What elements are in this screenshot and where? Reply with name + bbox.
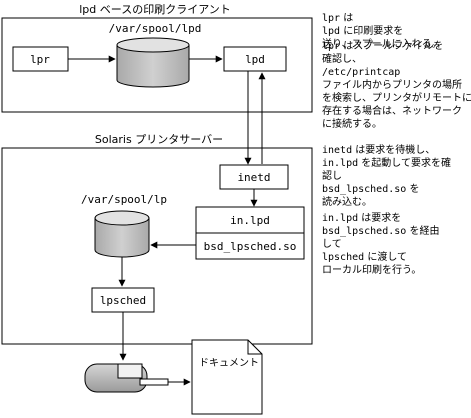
note-text: を経由 [406, 226, 440, 237]
bsd-lpsched-box-label: bsd_lpsched.so [204, 240, 297, 253]
server-frame [1, 147, 313, 345]
note-line: /etc/printcap [322, 66, 471, 79]
note-code-term: lpr [322, 13, 341, 24]
lpd-box [223, 46, 287, 72]
note-line: して [322, 238, 439, 251]
note-line: 認し [322, 170, 451, 183]
in-lpd-box [195, 206, 305, 234]
printer-icon [84, 363, 169, 393]
note-line: lpr は [322, 12, 442, 25]
note-line: bsd_lpsched.so を [322, 183, 451, 196]
note-text: ファイル内からプリンタの場所 [322, 80, 462, 91]
note-text: して [322, 239, 342, 250]
client-spool-disk-icon [116, 37, 190, 88]
note-line: 読み込む。 [322, 196, 451, 209]
note-text: に渡して [364, 252, 408, 263]
note-code-term: bsd_lpsched.so [322, 184, 407, 195]
note-line: ローカル印刷を行う。 [322, 264, 439, 277]
note-code-term: inetd [322, 145, 353, 156]
note-text: 認し [322, 171, 342, 182]
note-line: in.lpd は要求を [322, 212, 439, 225]
note-line: 送り、スプールに入れる。 [322, 38, 442, 51]
note-line: lpr はスプールファイルを [322, 40, 471, 53]
note-line: lpsched に渡して [322, 251, 439, 264]
bsd-lpsched-box [195, 232, 305, 260]
note-line: に接続する。 [322, 118, 471, 131]
note-text: 存在する場合は、ネットワーク [322, 106, 462, 117]
document-label: ドキュメント [199, 358, 259, 369]
note-lpr-send: lpr は lpd に印刷要求を送り、スプールに入れる。 [322, 12, 442, 51]
note-code-term: lpd [322, 26, 341, 37]
note-line: lpd に印刷要求を [322, 25, 442, 38]
note-text: に接続する。 [322, 119, 382, 130]
note-text: を [406, 184, 420, 195]
client-spool-dir-label: /var/spool/lpd [109, 22, 202, 35]
in-lpd-box-label: in.lpd [230, 214, 270, 227]
note-line: 確認し、 [322, 53, 471, 66]
note-text: は要求を待機し、 [352, 145, 436, 156]
note-code-term: in.lpd [322, 158, 359, 169]
note-text: は [340, 13, 354, 24]
note-code-term: in.lpd [322, 213, 359, 224]
lpsched-box [91, 287, 155, 313]
note-line: ファイル内からプリンタの場所 [322, 79, 471, 92]
note-line: inetd は要求を待機し、 [322, 144, 451, 157]
note-line: in.lpd を起動して要求を確 [322, 157, 451, 170]
client-title: lpd ベースの印刷クライアント [79, 3, 231, 16]
note-text: はスプールファイルを [340, 41, 444, 52]
note-line: を検索し、プリンタがリモートに [322, 92, 471, 105]
server-spool-dir-label: /var/spool/lp [81, 193, 167, 206]
note-text: に印刷要求を [340, 26, 404, 37]
note-text: を検索し、プリンタがリモートに [322, 93, 471, 104]
note-text: 読み込む。 [322, 197, 372, 208]
note-code-term: bsd_lpsched.so [322, 226, 407, 237]
server-spool-disk-icon [94, 210, 150, 258]
client-frame [1, 17, 313, 113]
lpsched-box-label: lpsched [100, 294, 146, 307]
note-code-term: lpsched [322, 252, 365, 263]
server-title: Solaris プリンタサーバー [95, 133, 223, 146]
note-line: 存在する場合は、ネットワーク [322, 105, 471, 118]
note-code-term: /etc/printcap [322, 67, 401, 78]
note-text: は要求を [358, 213, 402, 224]
note-text: を起動して要求を確 [358, 158, 452, 169]
note-text: ローカル印刷を行う。 [322, 265, 422, 276]
note-code-term: lpr [322, 41, 341, 52]
lpd-box-label: lpd [245, 53, 265, 66]
lpr-box-label: lpr [30, 53, 50, 66]
note-inetd: inetd は要求を待機し、in.lpd を起動して要求を確認し bsd_lps… [322, 144, 451, 209]
lpr-box [12, 46, 69, 72]
note-line: bsd_lpsched.so を経由 [322, 225, 439, 238]
inetd-box-label: inetd [237, 171, 270, 184]
document-icon [191, 339, 263, 415]
note-text: 確認し、 [322, 54, 362, 65]
note-text: 送り、スプールに入れる。 [322, 39, 442, 50]
